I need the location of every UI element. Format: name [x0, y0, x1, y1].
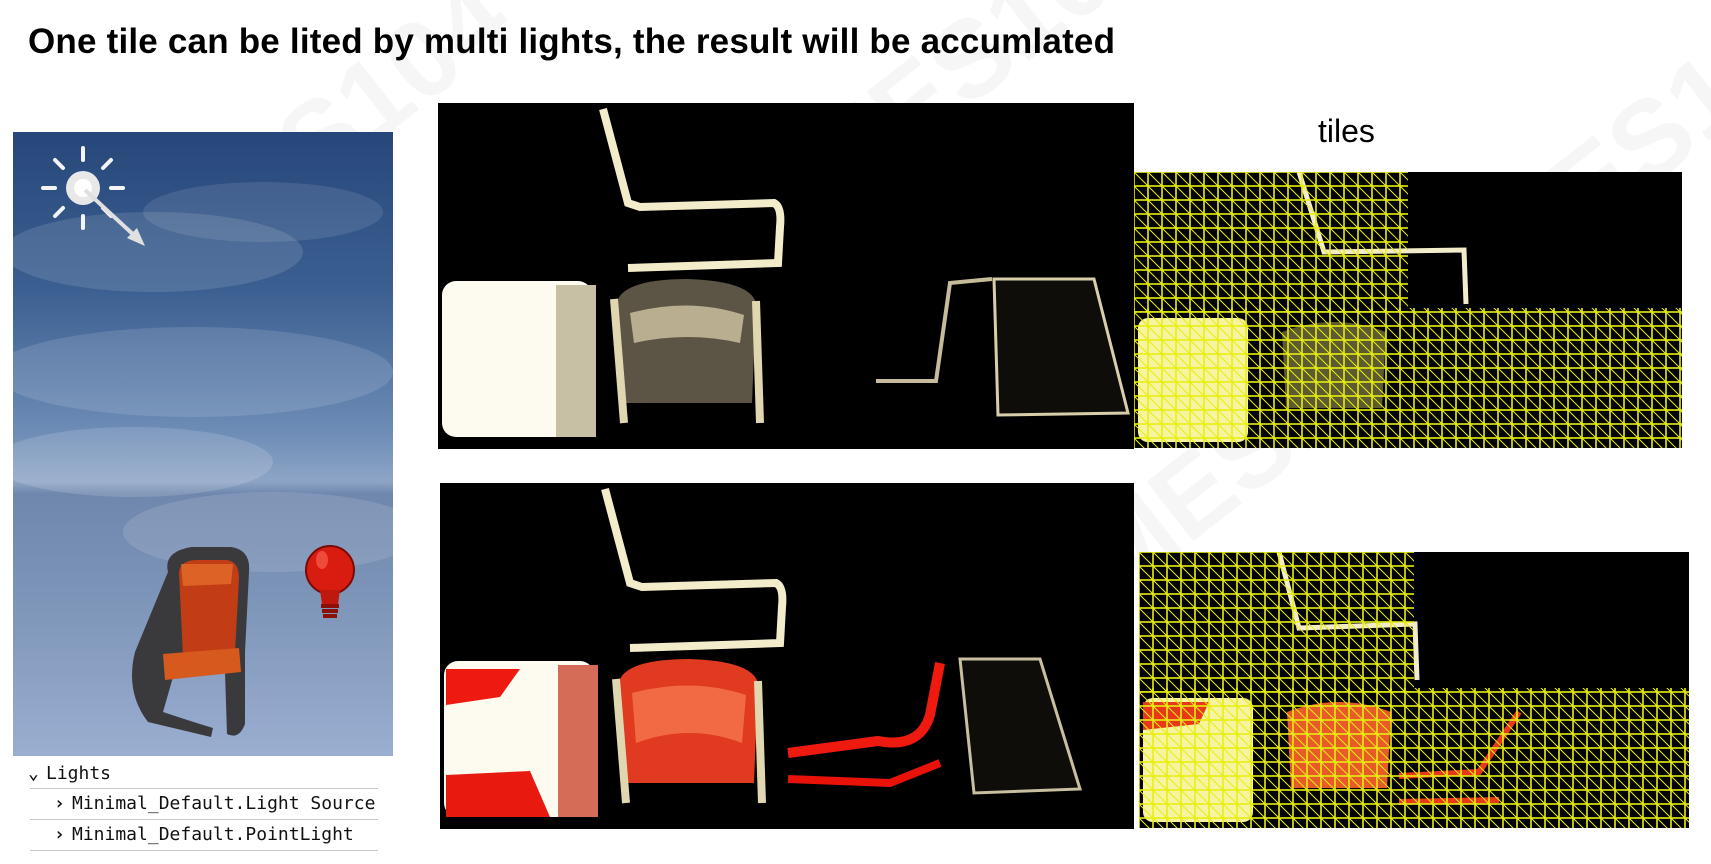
- slide-title: One tile can be lited by multi lights, t…: [28, 22, 1116, 61]
- tiles-grid-accumulated: [1139, 551, 1689, 828]
- outliner-item[interactable]: › Minimal_Default.Light Source: [30, 788, 378, 819]
- world-outliner: ⌄ Lights › Minimal_Default.Light Source …: [28, 760, 378, 856]
- chevron-right-icon[interactable]: ›: [54, 824, 65, 845]
- chair-model[interactable]: [131, 547, 250, 737]
- directional-light-icon[interactable]: [35, 142, 155, 252]
- tiles-grid-directional: [1134, 171, 1682, 448]
- outliner-group-lights[interactable]: ⌄ Lights: [28, 760, 378, 788]
- group-label: Lights: [46, 763, 112, 784]
- outliner-item-label: Minimal_Default.Light Source: [72, 793, 376, 814]
- render-directional-light: [438, 103, 1134, 449]
- outliner-item[interactable]: › Minimal_Default.PointLight: [30, 819, 378, 851]
- outliner-item-label: Minimal_Default.PointLight: [72, 824, 354, 845]
- point-light-icon[interactable]: [300, 542, 360, 632]
- chevron-right-icon[interactable]: ›: [54, 793, 65, 814]
- tiles-label: tiles: [1318, 113, 1375, 149]
- editor-viewport: [13, 132, 393, 756]
- chevron-down-icon[interactable]: ⌄: [28, 763, 39, 784]
- render-accumulated-lights: [440, 483, 1134, 829]
